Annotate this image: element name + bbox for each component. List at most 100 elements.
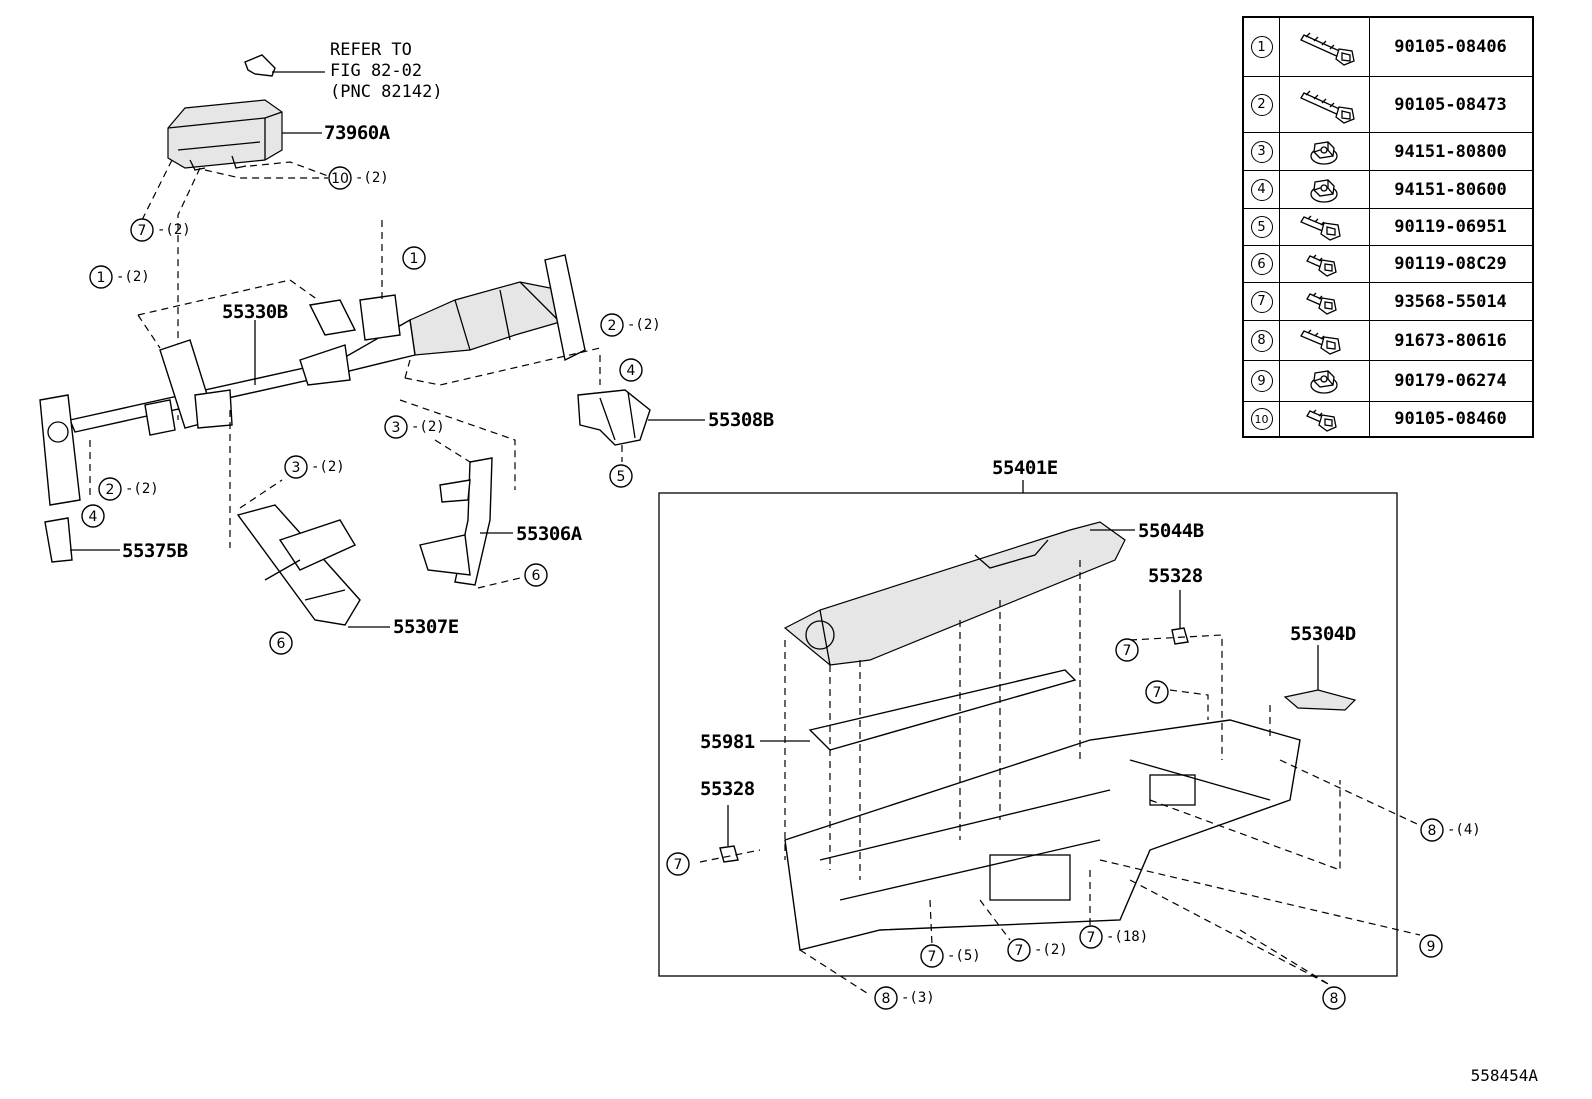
part-number-55304D: 55304D [1290, 623, 1356, 645]
svg-text:8: 8 [1428, 823, 1437, 839]
short-bolt-icon [1279, 402, 1369, 436]
callout-3-a: 3 -(2) [384, 415, 445, 439]
short-bolt-icon [1279, 246, 1369, 282]
defroster-nozzle-55981-part [808, 669, 1077, 751]
fastener-key: 7 [1250, 290, 1273, 313]
fastener-key: 5 [1250, 216, 1273, 238]
fastener-row: 9 90179-06274 [1244, 360, 1532, 401]
fastener-image-cell [1279, 246, 1370, 282]
callout-7-e: 7 -(5) [920, 944, 981, 968]
fastener-part-number: 94151-80600 [1394, 179, 1507, 200]
svg-text:7: 7 [1015, 943, 1024, 959]
fastener-part-number: 90105-08473 [1394, 94, 1507, 115]
fastener-key-cell: 3 [1244, 133, 1280, 170]
part-number-55308B: 55308B [708, 409, 774, 431]
brace-55307E-part [236, 504, 361, 626]
part-number-55401E: 55401E [992, 457, 1058, 479]
fastener-part-number: 91673-80616 [1394, 330, 1507, 351]
short-bolt-icon [1279, 283, 1369, 320]
fastener-image-cell [1279, 321, 1370, 360]
callout-7-a: 7 -(2) [130, 218, 191, 242]
svg-text:8: 8 [882, 991, 891, 1007]
svg-text:1: 1 [97, 270, 106, 286]
fastener-image-cell [1279, 18, 1370, 76]
fastener-part-number: 90179-06274 [1394, 371, 1507, 391]
part-number-55044B: 55044B [1138, 520, 1204, 542]
fastener-part-cell: 94151-80800 [1369, 133, 1532, 170]
instrument-panel-reinforcement-part [784, 719, 1301, 951]
svg-text:3: 3 [392, 420, 401, 436]
fastener-key: 9 [1250, 370, 1273, 392]
fastener-key-cell: 8 [1244, 321, 1280, 360]
svg-text:6: 6 [277, 636, 286, 652]
part-number-55375B: 55375B [122, 540, 188, 562]
fastener-row: 5 90119-06951 [1244, 208, 1532, 245]
part-number-55306A: 55306A [516, 523, 583, 545]
fastener-image-cell [1279, 171, 1370, 208]
part-number-55328-upper: 55328 [1148, 565, 1203, 587]
long-bolt-icon [1279, 77, 1369, 132]
callout-10: 10 -(2) [328, 166, 389, 190]
callout-7-c: 7 [1145, 680, 1169, 704]
svg-text:3: 3 [292, 460, 301, 476]
callout-1-b: 1 -(2) [89, 265, 150, 289]
clip-55328-lower-part [719, 845, 739, 863]
fastener-row: 8 91673-80616 [1244, 320, 1532, 360]
airbag-bracket-part [244, 54, 325, 77]
svg-text:(PNC 82142): (PNC 82142) [330, 82, 443, 102]
svg-text:6: 6 [532, 568, 541, 584]
fastener-key-cell: 5 [1244, 209, 1280, 245]
fastener-part-cell: 90119-06951 [1369, 209, 1532, 245]
fastener-image-cell [1279, 361, 1370, 401]
fastener-row: 3 94151-80800 [1244, 132, 1532, 170]
part-number-55307E: 55307E [393, 616, 459, 638]
svg-text:7: 7 [928, 949, 937, 965]
fastener-key-cell: 2 [1244, 77, 1280, 132]
fastener-image-cell [1279, 283, 1370, 320]
fastener-key: 1 [1250, 36, 1273, 58]
bolt-icon [1279, 321, 1369, 360]
callout-7-b: 7 [1115, 638, 1139, 662]
fastener-key-cell: 10 [1244, 402, 1280, 436]
fastener-image-cell [1279, 209, 1370, 245]
svg-text:8: 8 [1330, 991, 1339, 1007]
illustration-code: 558454A [1470, 1066, 1538, 1085]
svg-text:-(2): -(2) [311, 459, 345, 475]
callout-3-b: 3 -(2) [284, 455, 345, 479]
fastener-key-cell: 4 [1244, 171, 1280, 208]
fastener-part-number: 94151-80800 [1394, 141, 1507, 162]
fastener-part-cell: 90105-08473 [1369, 77, 1532, 132]
svg-text:-(2): -(2) [1034, 942, 1068, 958]
callout-7-d: 7 [666, 852, 690, 876]
fastener-key-cell: 6 [1244, 246, 1280, 282]
callout-2-a: 2 -(2) [600, 313, 661, 337]
fastener-image-cell [1279, 77, 1370, 132]
fastener-key: 6 [1250, 253, 1273, 275]
part-number-73960A: 73960A [324, 122, 391, 144]
fastener-part-cell: 91673-80616 [1369, 321, 1532, 360]
callout-8-a: 8 -(4) [1420, 818, 1481, 842]
bracket-55375B-part [44, 517, 73, 563]
fastener-part-number: 90105-08460 [1394, 409, 1507, 429]
svg-text:-(2): -(2) [125, 481, 159, 497]
svg-text:-(5): -(5) [947, 948, 981, 964]
fastener-row: 10 90105-08460 [1244, 401, 1532, 436]
callout-7-g: 7 -(18) [1079, 925, 1148, 949]
fastener-part-number: 90105-08406 [1394, 37, 1507, 57]
flange-nut-icon [1279, 133, 1369, 170]
callout-2-b: 2 -(2) [98, 477, 159, 501]
fastener-row: 4 94151-80600 [1244, 170, 1532, 208]
callout-7-f: 7 -(2) [1007, 938, 1068, 962]
svg-text:FIG 82-02: FIG 82-02 [330, 61, 422, 81]
fastener-part-cell: 90105-08406 [1369, 18, 1532, 76]
svg-text:-(2): -(2) [157, 222, 191, 238]
part-number-55330B: 55330B [222, 301, 288, 323]
part-number-55328-lower: 55328 [700, 778, 755, 800]
callout-1-a: 1 [402, 246, 426, 270]
flange-nut-icon [1279, 361, 1369, 401]
callout-9: 9 [1419, 934, 1443, 958]
fastener-part-cell: 90179-06274 [1369, 361, 1532, 401]
callout-4-b: 4 [81, 504, 105, 528]
fastener-image-cell [1279, 402, 1370, 436]
